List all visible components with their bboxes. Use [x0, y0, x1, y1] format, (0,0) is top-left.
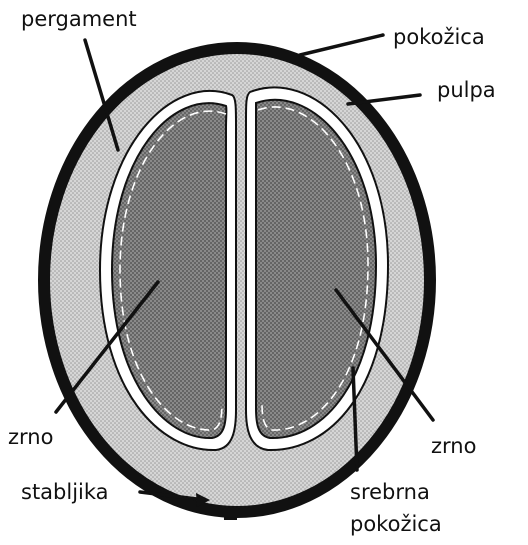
label-stabljika: stabljika [21, 482, 109, 503]
label-pokozica: pokožica [393, 27, 485, 48]
pointer-pokozica [300, 35, 383, 55]
label-srebrna: srebrna [350, 482, 430, 503]
label-srebrna-pokozica: pokožica [350, 514, 442, 535]
label-pergament: pergament [21, 9, 137, 30]
label-zrno-right: zrno [431, 436, 476, 457]
label-pulpa: pulpa [437, 80, 496, 101]
label-zrno-left: zrno [8, 427, 53, 448]
